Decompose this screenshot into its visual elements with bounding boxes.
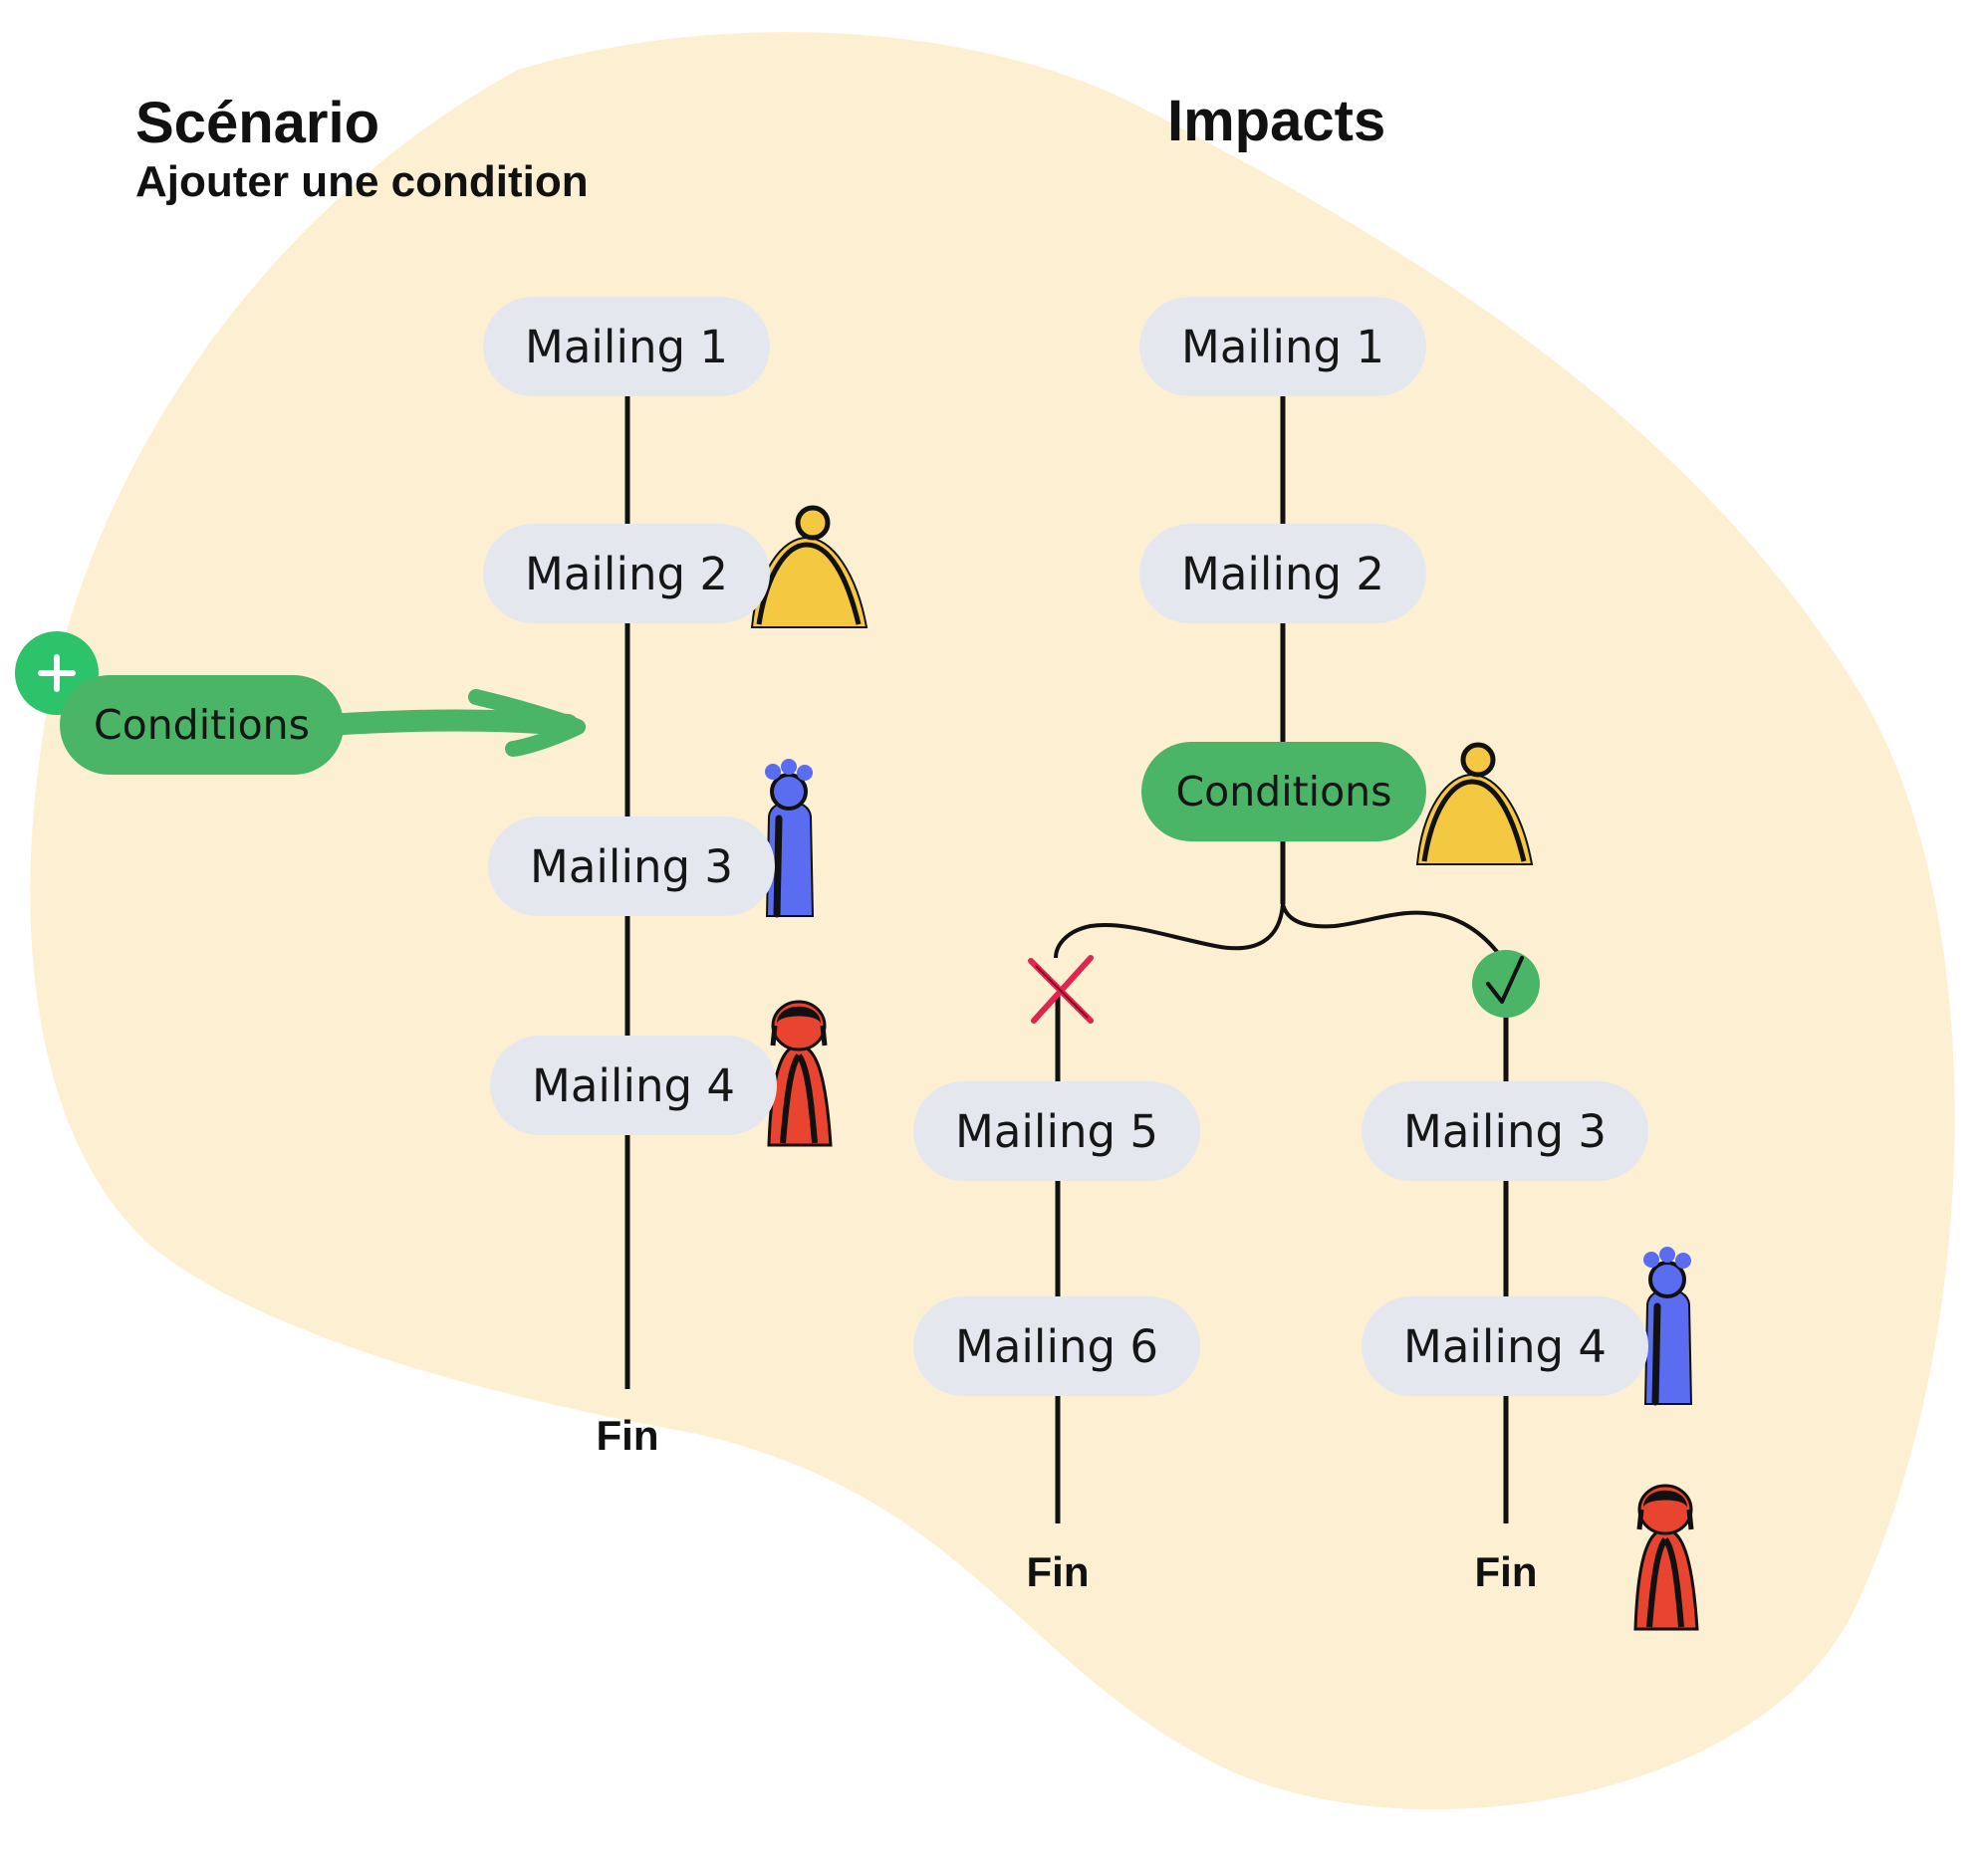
impacts-mailing-2[interactable]: Mailing 2: [1139, 524, 1426, 623]
check-icon: [1472, 950, 1540, 1018]
arrow-right-icon: [318, 689, 586, 757]
branch-yes-end-label: Fin: [1474, 1548, 1538, 1595]
impacts-conditions-node[interactable]: Conditions: [1141, 742, 1426, 841]
branch-no-end-label: Fin: [1026, 1548, 1090, 1595]
scenario-mailing-4[interactable]: Mailing 4: [490, 1036, 777, 1135]
person-blue-icon: [1643, 1247, 1693, 1406]
scenario-mailing-3[interactable]: Mailing 3: [488, 817, 775, 916]
branch-curve-no: [1054, 903, 1285, 959]
scenario-title: Scénario: [135, 91, 379, 155]
scenario-mailing-1[interactable]: Mailing 1: [483, 297, 770, 396]
impacts-mailing-1[interactable]: Mailing 1: [1139, 297, 1426, 396]
person-red-icon: [1633, 1484, 1699, 1631]
branch-no-mailing-6[interactable]: Mailing 6: [913, 1296, 1200, 1396]
branch-yes-mailing-4[interactable]: Mailing 4: [1362, 1296, 1648, 1396]
branch-yes-mailing-3[interactable]: Mailing 3: [1362, 1081, 1648, 1181]
person-red-icon: [767, 1000, 833, 1147]
person-yellow-icon: [1415, 742, 1534, 865]
scenario-subtitle: Ajouter une condition: [135, 157, 589, 206]
person-blue-icon: [765, 759, 815, 918]
branch-no-mailing-5[interactable]: Mailing 5: [913, 1081, 1200, 1181]
impacts-title: Impacts: [1167, 89, 1386, 153]
scenario-end-label: Fin: [596, 1412, 659, 1459]
scenario-mailing-2[interactable]: Mailing 2: [483, 524, 770, 623]
branch-curve-yes: [1281, 903, 1508, 966]
scenario-conditions-button[interactable]: Conditions: [60, 675, 344, 775]
cross-icon: [1028, 955, 1094, 1024]
